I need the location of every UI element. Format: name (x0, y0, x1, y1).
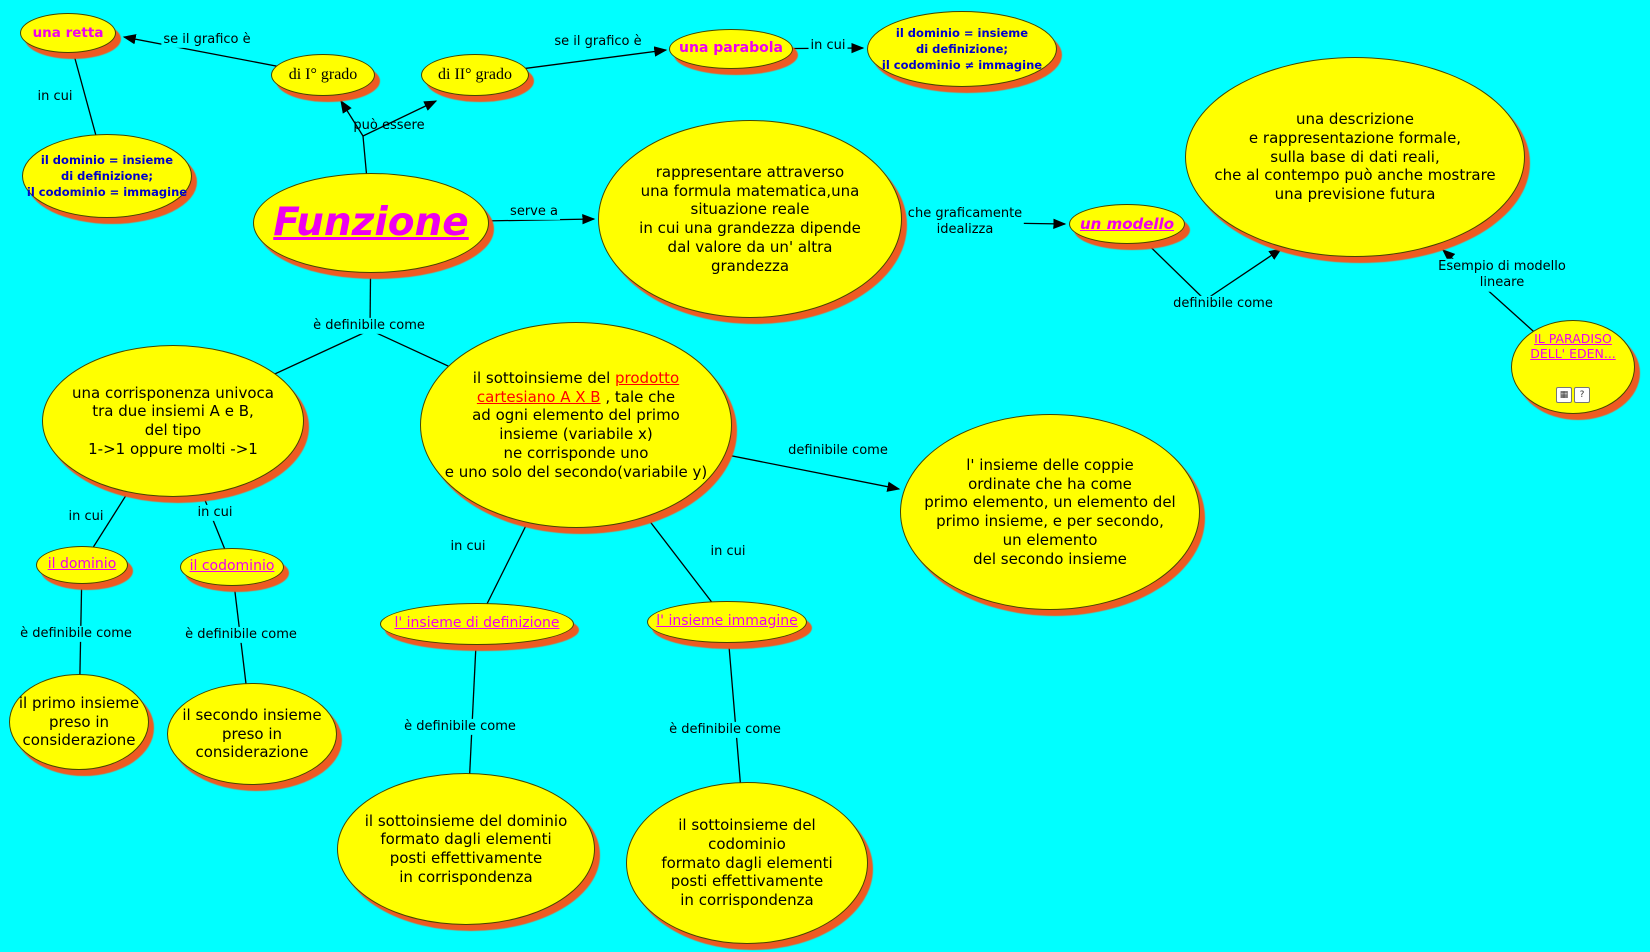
node-una-retta: una retta (20, 13, 116, 53)
node-il-codominio[interactable]: il codominio (180, 548, 284, 586)
edge-label-e-definibile-come-funzione: è definibile come (311, 317, 427, 335)
edge-label-e-definibile-immagine: è definibile come (667, 721, 783, 739)
node-dominio-definizione-codominio-diverso-immagine: il dominio = insieme di definizione; il … (867, 11, 1057, 87)
prodotto-text-post: , tale che ad ogni elemento del primo in… (444, 387, 708, 481)
edge-label-in-cui-codominio: in cui (195, 504, 235, 522)
node-di-secondo-grado: di II° grado (421, 54, 529, 96)
node-una-parabola: una parabola (669, 29, 793, 69)
edge-label-e-definibile-definizione: è definibile come (402, 718, 518, 736)
node-il-dominio[interactable]: il dominio (36, 546, 128, 584)
node-rappresentare-formula: rappresentare attraverso una formula mat… (598, 120, 902, 318)
paradiso-resource-icon[interactable]: ▦ (1556, 387, 1572, 404)
paradiso-help-icon[interactable]: ? (1574, 387, 1590, 404)
node-insieme-di-definizione[interactable]: l' insieme di definizione (380, 603, 574, 645)
edge-label-definibile-come-coppie: definibile come (786, 442, 890, 460)
edge-label-definibile-come-modello: definibile come (1171, 295, 1275, 313)
edge-label-che-graficamente-idealizza: che graficamente idealizza (905, 205, 1025, 239)
node-insieme-coppie-ordinate: l' insieme delle coppie ordinate che ha … (900, 414, 1200, 610)
paradiso-link-label[interactable]: IL PARADISO DELL' EDEN... (1530, 330, 1616, 362)
node-un-modello[interactable]: un modello (1069, 204, 1185, 244)
node-il-paradiso-dell-eden[interactable]: IL PARADISO DELL' EDEN... ▦? (1511, 320, 1635, 414)
prodotto-text: il sottoinsieme del prodotto cartesiano … (421, 369, 731, 482)
edge-label-serve-a: serve a (508, 203, 560, 221)
node-secondo-insieme: il secondo insieme preso in considerazio… (167, 683, 337, 785)
node-di-primo-grado: di I° grado (271, 54, 375, 96)
node-insieme-immagine[interactable]: l' insieme immagine (647, 601, 807, 643)
node-sottoinsieme-codominio: il sottoinsieme del codominio formato da… (626, 782, 868, 944)
edge-label-se-il-grafico-1: se il grafico è (161, 31, 253, 49)
prodotto-cartesiano-link[interactable]: prodotto cartesiano A X B (476, 368, 680, 406)
edge-label-esempio-di-modello-lineare: Esempio di modello lineare (1436, 258, 1568, 292)
node-sottoinsieme-prodotto-cartesiano: il sottoinsieme del prodotto cartesiano … (420, 322, 732, 528)
edge-label-in-cui-dominio: in cui (66, 508, 106, 526)
node-una-descrizione: una descrizione e rappresentazione forma… (1185, 57, 1525, 257)
node-funzione[interactable]: Funzione (253, 173, 489, 273)
edge-label-in-cui-immagine: in cui (708, 543, 748, 561)
node-corrispondenza-univoca: una corrisponenza univoca tra due insiem… (42, 345, 304, 497)
prodotto-text-pre: il sottoinsieme del (472, 368, 616, 387)
node-primo-insieme: il primo insieme preso in considerazione (9, 674, 149, 770)
edge-label-e-definibile-codominio: è definibile come (183, 626, 299, 644)
edge-label-in-cui-retta: in cui (35, 88, 75, 106)
edge-label-se-il-grafico-2: se il grafico è (552, 33, 644, 51)
edge-label-e-definibile-dominio: è definibile come (18, 625, 134, 643)
edge-label-in-cui-parabola: in cui (808, 37, 848, 55)
paradiso-icon-row: ▦? (1555, 364, 1591, 404)
node-sottoinsieme-dominio: il sottoinsieme del dominio formato dagl… (337, 773, 595, 925)
edge-label-puo-essere: può essere (353, 117, 425, 133)
node-dominio-definizione-codominio-uguale-immagine: il dominio = insieme di definizione; il … (22, 134, 192, 218)
edge-label-in-cui-definizione: in cui (448, 538, 488, 556)
